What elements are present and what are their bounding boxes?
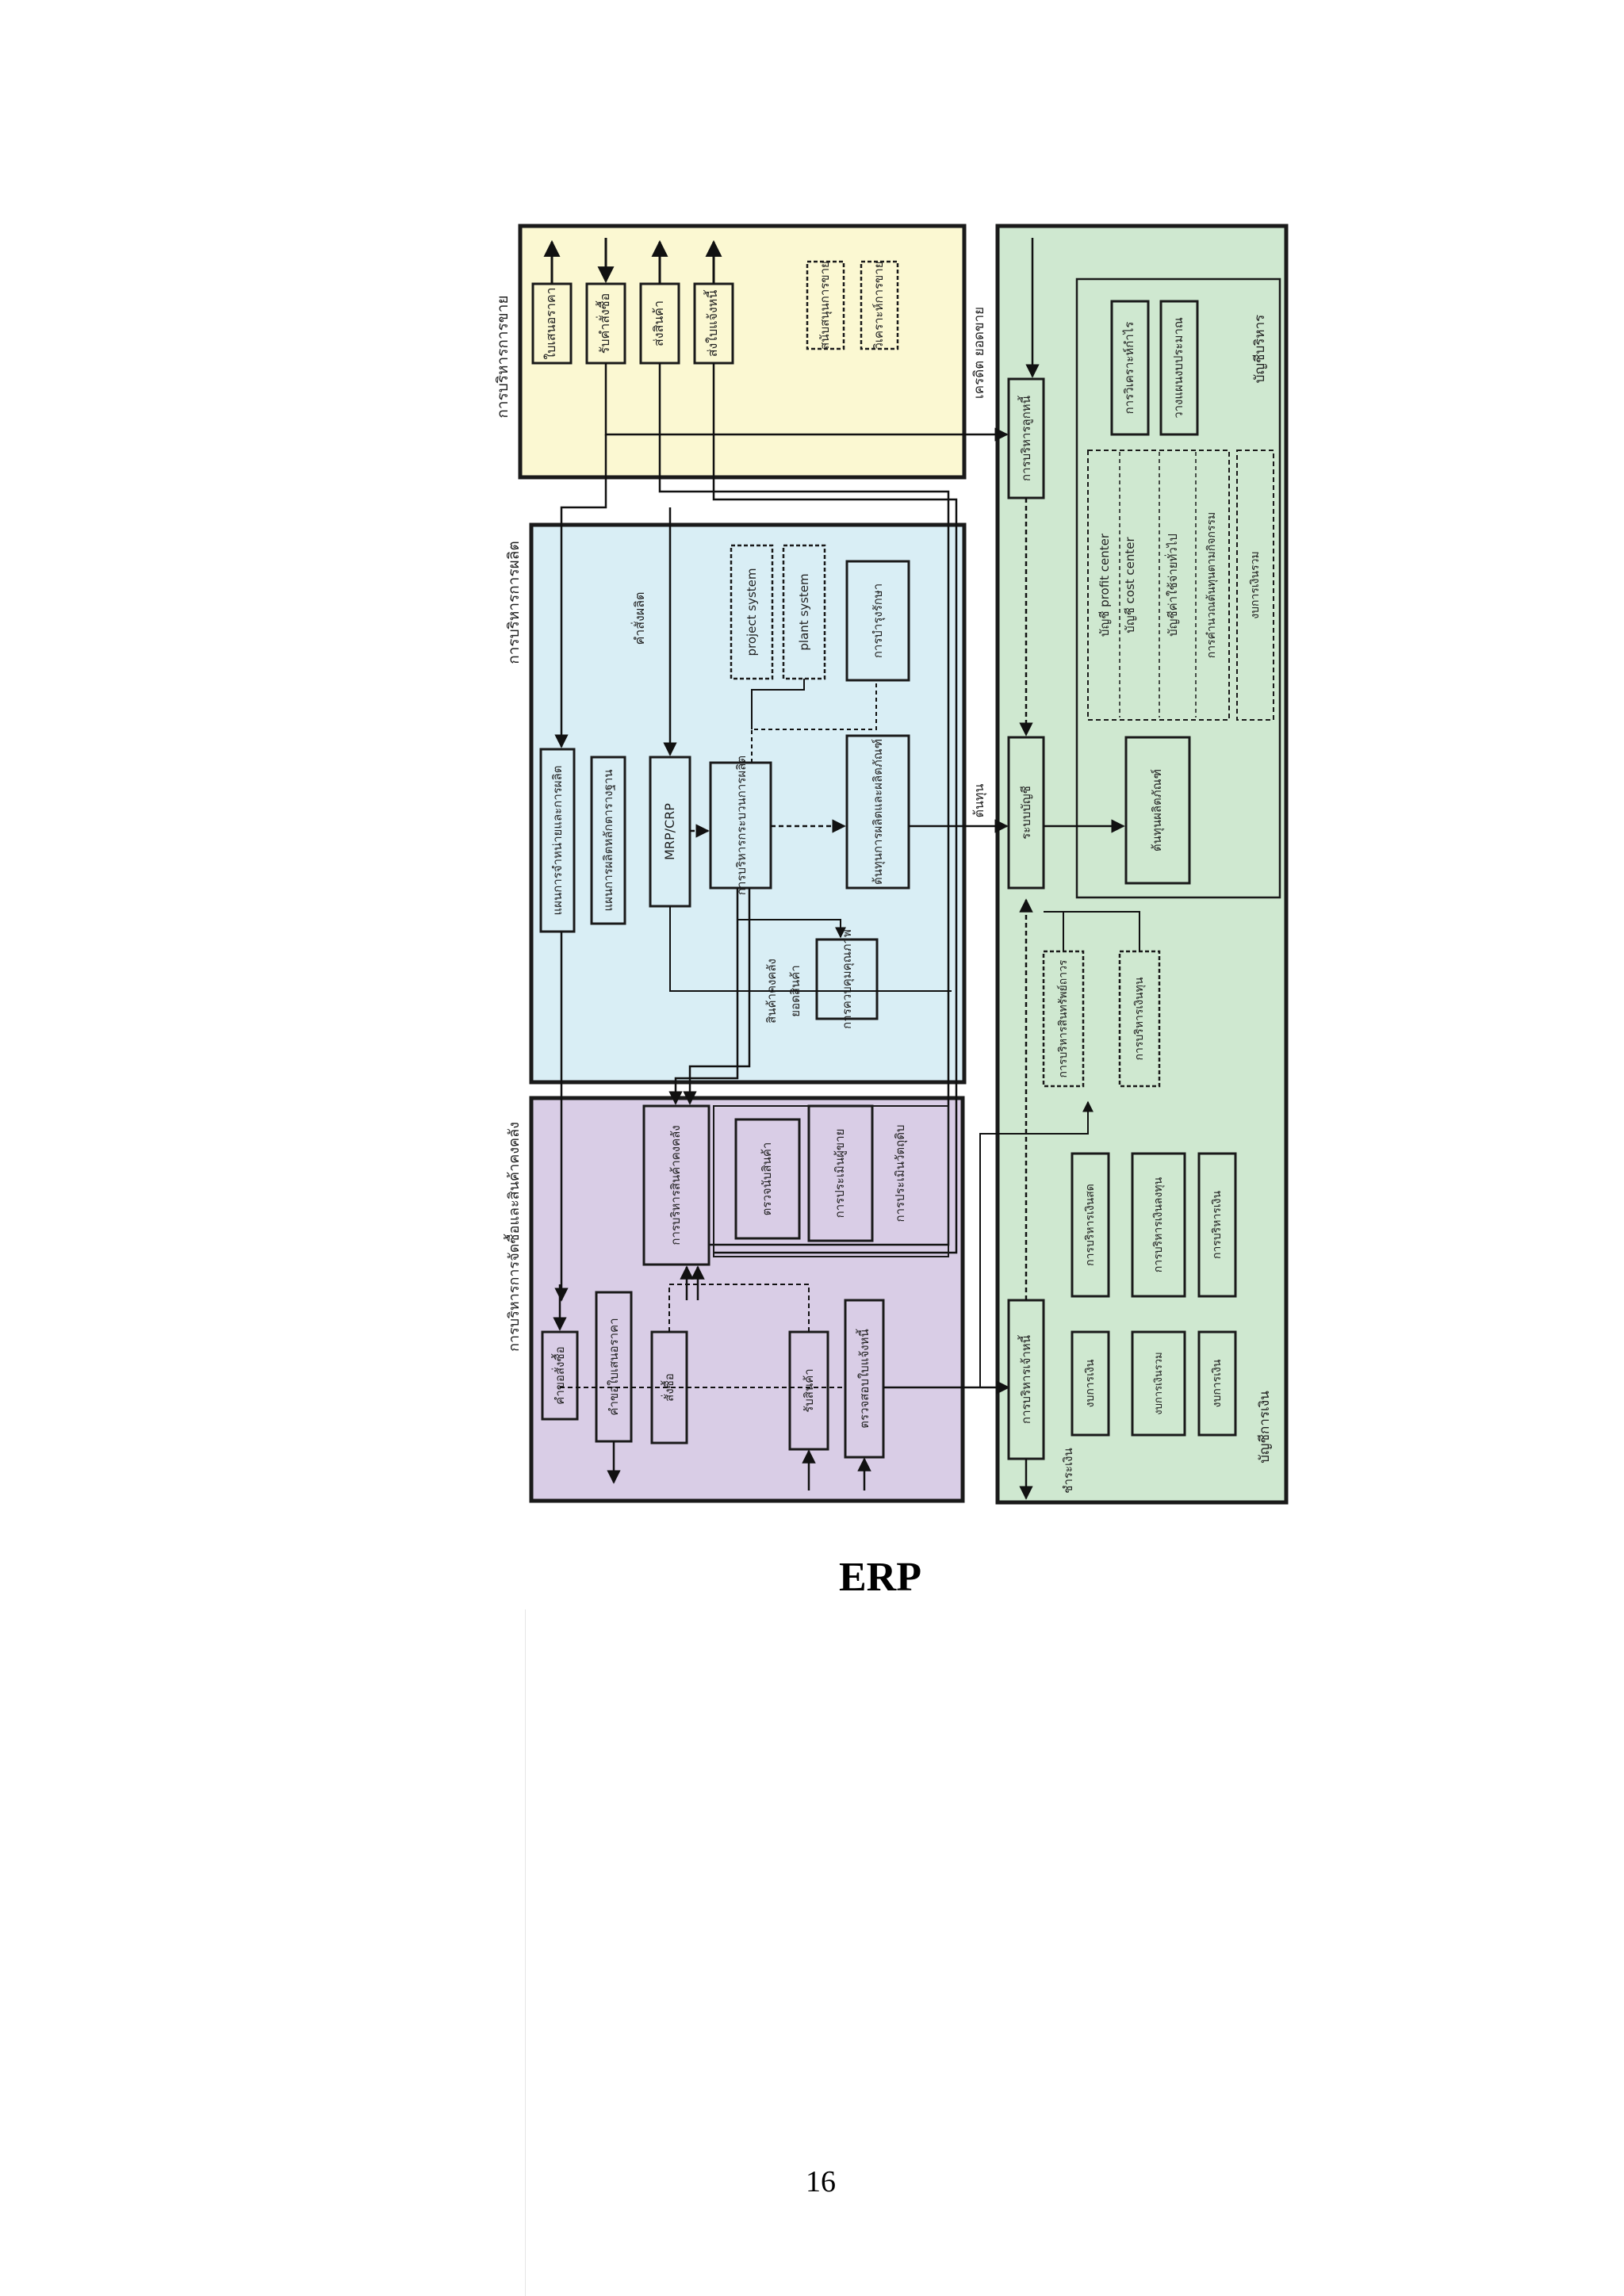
svg-text:การบริหารสินค้าคงคลัง: การบริหารสินค้าคงคลัง — [668, 1125, 683, 1245]
accounting-box-fund: การบริหารเงินทุน — [1118, 950, 1161, 1088]
svg-text:ระบบบัญชี: ระบบบัญชี — [1019, 786, 1033, 840]
svg-text:ต้นทุนการผลิตและผลิตภัณฑ์: ต้นทุนการผลิตและผลิตภัณฑ์ — [871, 739, 886, 885]
accounting-box-investment: การบริหารเงินลงทุน — [1131, 1152, 1186, 1298]
purchasing-box-vendor-eval: การประเมินผู้ขาย — [807, 1104, 874, 1242]
svg-text:MRP/CRP: MRP/CRP — [662, 803, 677, 860]
accounting-mgmt-title: บัญชีบริหาร — [1252, 315, 1268, 384]
svg-text:การบำรุงรักษา: การบำรุงรักษา — [871, 584, 886, 658]
svg-text:รับคำสั่งซื้อ: รับคำสั่งซื้อ — [596, 293, 612, 354]
accounting-box-ledger: ระบบบัญชี — [1007, 736, 1045, 890]
svg-text:วางแผนงบประมาณ: วางแผนงบประมาณ — [1171, 317, 1185, 419]
svg-text:การประเมินผู้ขาย: การประเมินผู้ขาย — [833, 1129, 847, 1219]
production-box-process: การบริหารกระบวนการผลิต — [709, 756, 772, 895]
accounting-box-financial-statement: งบการเงิน — [1071, 1330, 1110, 1437]
sales-box-support: สนับสนุนการขาย — [806, 260, 845, 350]
production-box-project: project system — [730, 544, 774, 680]
svg-text:แผนการจำหน่ายและการผลิต: แผนการจำหน่ายและการผลิต — [550, 765, 565, 915]
production-order-label: คำสั่งผลิต — [630, 592, 647, 645]
purchasing-box-rfq: คำขอใบเสนอราคา — [595, 1291, 633, 1443]
svg-text:รับสินค้า: รับสินค้า — [802, 1368, 816, 1412]
svg-text:คำขอสั่งซื้อ: คำขอสั่งซื้อ — [551, 1346, 567, 1404]
page-number: 16 — [806, 2165, 836, 2198]
cost-centers-dashed-group — [1087, 450, 1230, 721]
accounting-fin-title: บัญชีการเงิน — [1257, 1391, 1273, 1464]
purchasing-box-invoice-check: ตรวจสอบใบแจ้งหนี้ — [844, 1299, 885, 1459]
accounting-box-payable: การบริหารเจ้าหนี้ — [1007, 1299, 1045, 1460]
svg-text:งบการเงิน: งบการเงิน — [1084, 1359, 1097, 1407]
accounting-box-cash: การบริหารเงินสด — [1071, 1152, 1110, 1298]
accounting-box-receivable: การบริหารลูกหนี้ — [1007, 377, 1045, 499]
svg-text:บัญชี profit center: บัญชี profit center — [1097, 533, 1112, 637]
svg-text:แผนการผลิตหลักตารางฐาน: แผนการผลิตหลักตารางฐาน — [601, 769, 615, 911]
sales-box-delivery: ส่งสินค้า — [639, 282, 680, 365]
accounting-box-statement-2: งบการเงิน — [1197, 1330, 1237, 1437]
cost-flow-label: ต้นทุน — [971, 784, 987, 818]
svg-text:การบริหารเงินทุน: การบริหารเงินทุน — [1133, 977, 1146, 1060]
svg-text:ส่งใบแจ้งหนี้: ส่งใบแจ้งหนี้ — [703, 289, 720, 357]
svg-text:การบริหารเงินสด: การบริหารเงินสด — [1084, 1184, 1097, 1266]
svg-text:plant system: plant system — [797, 573, 811, 650]
production-box-maintenance: การบำรุงรักษา — [845, 560, 910, 682]
production-box-quality: การควบคุมคุณภาพ — [815, 929, 879, 1029]
svg-text:บัญชีค่าใช้จ่ายทั่วไป: บัญชีค่าใช้จ่ายทั่วไป — [1164, 534, 1180, 637]
sales-section-title: การบริหารการขาย — [494, 295, 511, 418]
production-box-mrp: MRP/CRP — [649, 756, 691, 908]
production-section-title: การบริหารการผลิต — [505, 541, 523, 664]
sales-box-invoice: ส่งใบแจ้งหนี้ — [693, 282, 734, 365]
accounting-box-activity: การคำนวณต้นทุนตามกิจกรรม — [1195, 452, 1218, 718]
accounting-box-asset: การบริหารสินทรัพย์ถาวร — [1042, 950, 1085, 1088]
production-box-plant: plant system — [782, 544, 826, 680]
page-edge-line — [525, 1609, 526, 2296]
svg-text:ตรวจนับสินค้า: ตรวจนับสินค้า — [760, 1142, 774, 1216]
svg-text:ส่งสินค้า: ส่งสินค้า — [651, 300, 666, 346]
accounting-box-profit-analysis: การวิเคราะห์กำไร — [1110, 300, 1150, 436]
purchasing-material-eval: การประเมินวัตถุดิบ — [893, 1125, 908, 1223]
production-box-cost: ต้นทุนการผลิตและผลิตภัณฑ์ — [845, 734, 910, 890]
sales-box-quotation: ใบเสนอราคา — [531, 282, 573, 365]
svg-text:การควบคุมคุณภาพ: การควบคุมคุณภาพ — [840, 929, 855, 1029]
diagram-caption: ERP — [839, 1555, 921, 1600]
accounting-box-consolidation: งบการเงินรวม — [1131, 1330, 1186, 1437]
svg-text:ต้นทุนผลิตภัณฑ์: ต้นทุนผลิตภัณฑ์ — [1150, 769, 1165, 851]
production-box-planning: แผนการจำหน่ายและการผลิต — [539, 748, 576, 933]
svg-text:วิเคราะห์การขาย: วิเคราะห์การขาย — [871, 261, 886, 350]
purchasing-box-stock-count: ตรวจนับสินค้า — [734, 1118, 801, 1240]
svg-text:การคำนวณต้นทุนตามกิจกรรม: การคำนวณต้นทุนตามกิจกรรม — [1205, 512, 1218, 659]
svg-text:ตรวจสอบใบแจ้งหนี้: ตรวจสอบใบแจ้งหนี้ — [856, 1329, 871, 1429]
sales-box-analysis: วิเคราะห์การขาย — [860, 260, 899, 350]
sales-credit-label: เครดิต ยอดขาย — [971, 307, 987, 399]
svg-text:การบริหารสินทรัพย์ถาวร: การบริหารสินทรัพย์ถาวร — [1056, 959, 1070, 1077]
svg-text:การบริหารเงิน: การบริหารเงิน — [1211, 1191, 1224, 1259]
accounting-box-budget: วางแผนงบประมาณ — [1159, 300, 1199, 436]
accounting-box-profit-center: บัญชี profit center — [1097, 533, 1112, 637]
svg-text:การบริหารเจ้าหนี้: การบริหารเจ้าหนี้ — [1017, 1335, 1033, 1424]
production-box-master: แผนการผลิตหลักตารางฐาน — [590, 756, 626, 925]
accounting-box-cost-center: บัญชี cost center — [1119, 452, 1137, 718]
svg-text:ใบเสนอราคา: ใบเสนอราคา — [543, 287, 558, 359]
accounting-box-product-cost: ต้นทุนผลิตภัณฑ์ — [1124, 736, 1191, 885]
svg-text:การบริหารเงินลงทุน: การบริหารเงินลงทุน — [1152, 1177, 1165, 1272]
purchasing-box-inventory-mgmt: การบริหารสินค้าคงคลัง — [642, 1104, 710, 1266]
purchasing-box-request: คำขอสั่งซื้อ — [541, 1330, 579, 1421]
accounting-box-overhead: บัญชีค่าใช้จ่ายทั่วไป — [1159, 452, 1180, 718]
svg-text:สนับสนุนการขาย: สนับสนุนการขาย — [818, 261, 833, 350]
svg-text:บัญชี cost center: บัญชี cost center — [1123, 536, 1137, 633]
erp-diagram: การบริหารการขาย การบริหารการผลิต การบริห… — [494, 224, 1289, 1505]
svg-text:project system: project system — [745, 568, 759, 656]
svg-text:การบริหารกระบวนการผลิต: การบริหารกระบวนการผลิต — [734, 756, 749, 895]
accounting-box-treasury: การบริหารเงิน — [1197, 1152, 1237, 1298]
svg-text:สั่งซื้อ: สั่งซื้อ — [661, 1373, 676, 1402]
svg-text:การบริหารลูกหนี้: การบริหารลูกหนี้ — [1017, 396, 1033, 481]
svg-text:งบการเงินรวม: งบการเงินรวม — [1153, 1352, 1165, 1414]
purchasing-section-title: การบริหารการจัดซื้อและสินค้าคงคลัง — [504, 1122, 523, 1352]
svg-text:งบการเงินรวม: งบการเงินรวม — [1249, 551, 1262, 618]
svg-text:คำขอใบเสนอราคา: คำขอใบเสนอราคา — [607, 1318, 621, 1415]
svg-text:การวิเคราะห์กำไร: การวิเคราะห์กำไร — [1122, 322, 1136, 415]
payment-label: ชำระเงิน — [1061, 1448, 1075, 1493]
svg-text:งบการเงิน: งบการเงิน — [1211, 1359, 1224, 1407]
accounting-box-consolidation-top: งบการเงินรวม — [1236, 450, 1274, 721]
management-accounting-panel — [1075, 277, 1281, 899]
sales-box-order: รับคำสั่งซื้อ — [585, 282, 626, 365]
purchasing-box-receive: รับสินค้า — [788, 1330, 829, 1451]
